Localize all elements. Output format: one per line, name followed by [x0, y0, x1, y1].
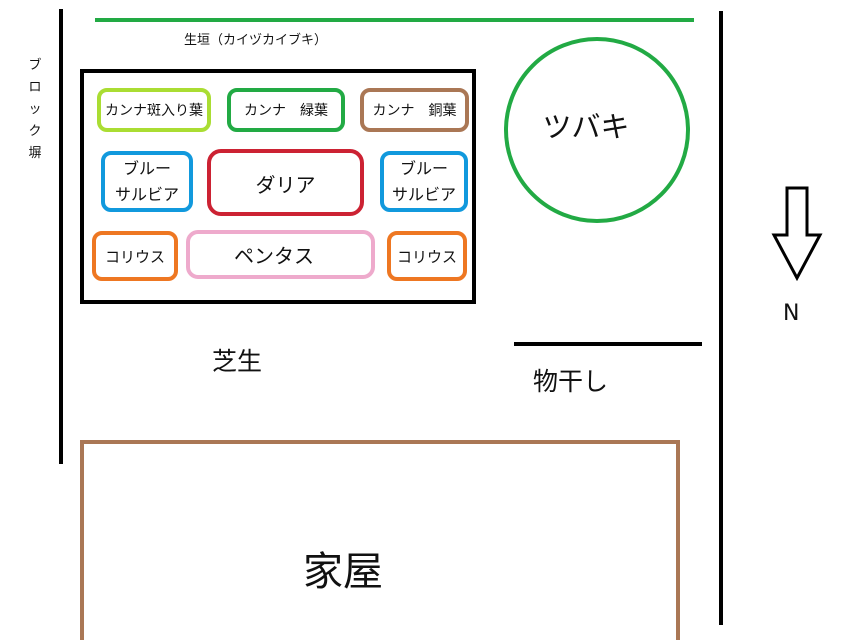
bed-canna-green: カンナ 緑葉 [227, 88, 345, 132]
house-outline [80, 440, 680, 640]
flower-bed-frame [80, 69, 476, 304]
block-wall-char: ブ [28, 58, 42, 73]
clothesline-line [514, 342, 702, 346]
left-boundary-line [59, 9, 63, 464]
bed-canna-bronze: カンナ 銅葉 [360, 88, 469, 132]
right-boundary-line [719, 11, 723, 625]
house-label: 家屋 [303, 549, 383, 595]
bed-coleus-left: コリウス [92, 231, 178, 281]
block-wall-char: ロ [28, 80, 42, 95]
bed-label-line: ブルー [399, 158, 448, 178]
bed-label-line: サルビア [391, 184, 456, 204]
north-arrow-icon [771, 186, 823, 281]
camellia-circle: ツバキ [504, 37, 690, 223]
bed-pentas: ペンタス [186, 230, 375, 279]
block-wall-char: ッ [28, 102, 42, 117]
clothesline-label: 物干し [533, 367, 609, 396]
lawn-label: 芝生 [212, 347, 263, 376]
hedge-line [95, 18, 694, 22]
bed-blue-salvia-right: ブルー サルビア [380, 151, 468, 212]
block-wall-char: ク [28, 124, 42, 139]
bed-dahlia: ダリア [207, 149, 364, 216]
block-wall-label: ブ ロ ッ ク 塀 [24, 55, 46, 165]
hedge-label: 生垣（カイヅカイブキ） [184, 33, 328, 48]
bed-blue-salvia-left: ブルー サルビア [101, 151, 193, 212]
bed-coleus-right: コリウス [387, 231, 467, 281]
block-wall-char: 塀 [28, 146, 42, 161]
bed-canna-variegated: カンナ斑入り葉 [97, 88, 211, 132]
north-label: N [783, 301, 800, 326]
bed-label-line: ブルー [122, 158, 171, 178]
bed-label-line: サルビア [114, 184, 179, 204]
